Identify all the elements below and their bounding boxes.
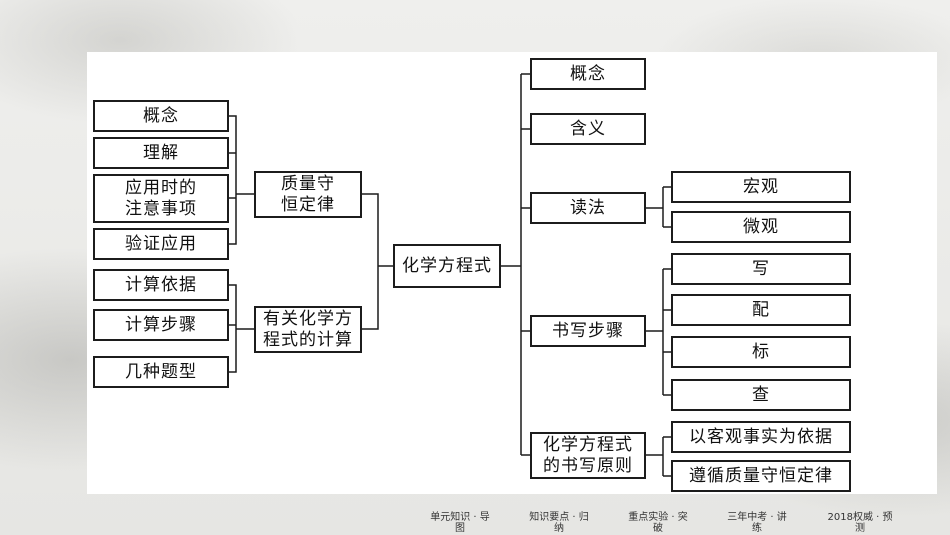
node-chemical-equation: 化学方程式 xyxy=(393,244,501,288)
node-meaning: 含义 xyxy=(530,113,646,145)
node-step-write: 写 xyxy=(671,253,851,285)
nav-predictions[interactable]: 2018权威 · 预 测 xyxy=(827,512,893,534)
nav-key-points[interactable]: 知识要点 · 归 纳 xyxy=(529,512,589,534)
node-concept-left: 概念 xyxy=(93,100,229,132)
node-reading: 读法 xyxy=(530,192,646,224)
node-conservation-law: 质量守 恒定律 xyxy=(254,171,362,218)
node-step-mark: 标 xyxy=(671,336,851,368)
node-writing-principles: 化学方程式 的书写原则 xyxy=(530,432,646,479)
node-step-check: 查 xyxy=(671,379,851,411)
node-calc-steps: 计算步骤 xyxy=(93,309,229,341)
node-step-balance: 配 xyxy=(671,294,851,326)
nav-exam-practice[interactable]: 三年中考 · 讲 练 xyxy=(727,512,787,534)
node-calc-basis: 计算依据 xyxy=(93,269,229,301)
node-application-notes: 应用时的 注意事项 xyxy=(93,174,229,223)
node-problem-types: 几种题型 xyxy=(93,356,229,388)
node-writing-steps: 书写步骤 xyxy=(530,315,646,347)
node-verify-application: 验证应用 xyxy=(93,228,229,260)
node-microscopic: 微观 xyxy=(671,211,851,243)
node-concept-right: 概念 xyxy=(530,58,646,90)
node-equation-calculation: 有关化学方 程式的计算 xyxy=(254,306,362,353)
nav-unit-map[interactable]: 单元知识 · 导 图 xyxy=(430,512,490,534)
node-macroscopic: 宏观 xyxy=(671,171,851,203)
nav-key-experiments[interactable]: 重点实验 · 突 破 xyxy=(628,512,688,534)
node-principle-conservation: 遵循质量守恒定律 xyxy=(671,460,851,492)
node-understanding: 理解 xyxy=(93,137,229,169)
node-principle-facts: 以客观事实为依据 xyxy=(671,421,851,453)
